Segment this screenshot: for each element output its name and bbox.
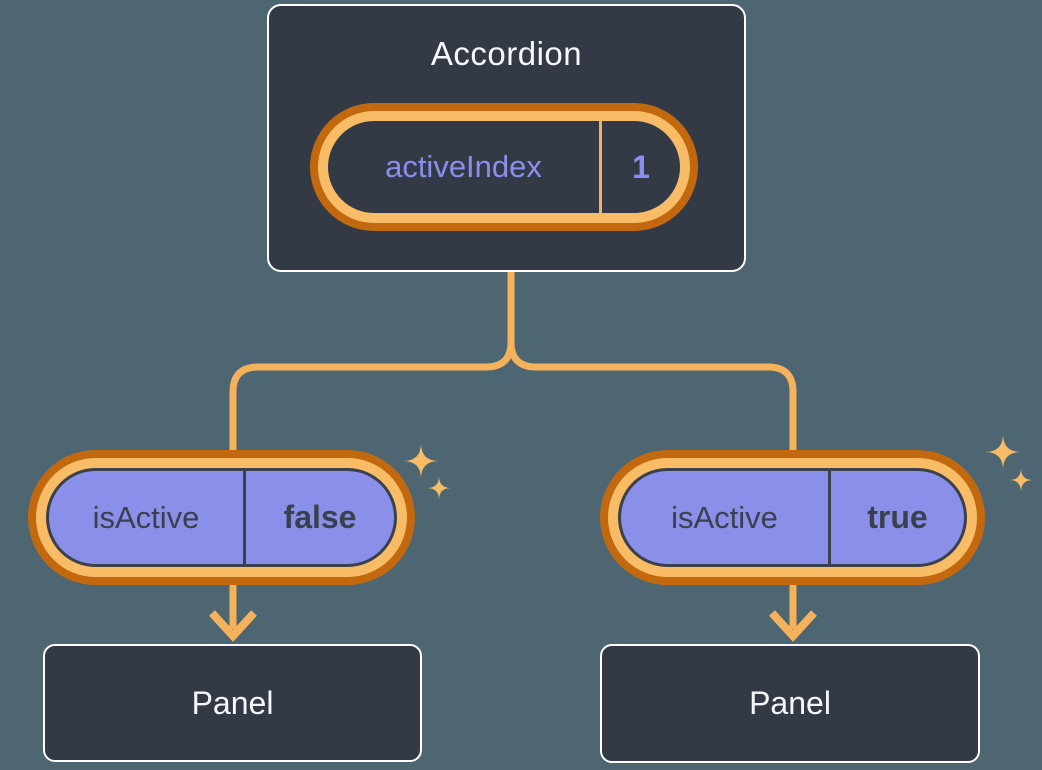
tree-connector-right	[507, 271, 797, 452]
state-pill-body: isActive true	[618, 468, 967, 567]
state-pill-divider	[599, 121, 602, 213]
state-pill-body: isActive false	[46, 468, 397, 567]
state-pill-divider	[828, 471, 831, 564]
accordion-title-text: Accordion	[430, 35, 583, 72]
arrow-down-left-head	[209, 610, 257, 642]
state-pill-activeindex: activeIndex 1	[310, 103, 698, 231]
state-label: isActive	[671, 499, 778, 535]
state-label: isActive	[92, 499, 200, 535]
panel-node-left: Panel	[43, 644, 422, 762]
arrow-down-right-head	[769, 610, 817, 642]
state-value: 1	[632, 148, 650, 185]
state-value: false	[283, 499, 357, 535]
panel-node-right: Panel	[600, 644, 980, 763]
state-pill-divider	[243, 471, 246, 564]
state-value: true	[867, 499, 928, 535]
state-pill-isactive-left: isActive false	[28, 450, 415, 585]
sparkle-icon	[985, 434, 1021, 470]
panel-label: Panel	[191, 684, 274, 721]
state-pill-isactive-right: isActive true	[600, 450, 985, 585]
sparkle-icon	[427, 476, 451, 500]
state-pill-body: activeIndex 1	[328, 121, 680, 213]
sparkle-icon	[1009, 468, 1033, 492]
state-pill-inner-ring: isActive false	[36, 458, 407, 577]
state-pill-inner-ring: isActive true	[608, 458, 977, 577]
tree-connector-left	[229, 271, 515, 452]
panel-label: Panel	[749, 685, 831, 721]
sparkle-icon	[403, 443, 439, 479]
state-pill-inner-ring: activeIndex 1	[318, 111, 690, 223]
state-label: activeIndex	[385, 149, 542, 184]
